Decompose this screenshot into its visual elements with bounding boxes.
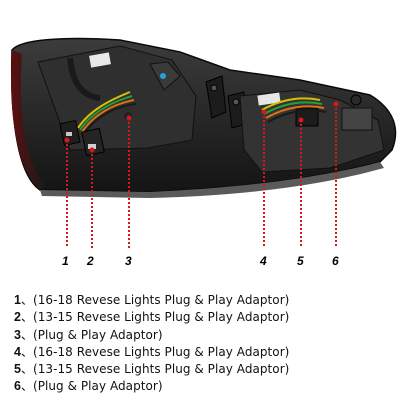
callout-number-5: 5	[297, 254, 304, 268]
legend-number: 6	[14, 379, 21, 394]
callout-number-2: 2	[87, 254, 94, 268]
legend-number: 1	[14, 293, 21, 307]
legend-text: 、(13-15 Revese Lights Plug & Play Adapto…	[20, 362, 290, 377]
legend-item: 1、(16-18 Revese Lights Plug & Play Adapt…	[14, 292, 410, 309]
legend-number: 3	[14, 327, 21, 342]
legend-text: 、(16-18 Revese Lights Plug & Play Adapto…	[20, 344, 290, 359]
tail-light-back-photo	[10, 37, 397, 248]
wire-harness-right	[261, 97, 327, 123]
legend-item: 5、(13-15 Revese Lights Plug & Play Adapt…	[14, 361, 410, 378]
legend-number: 4	[14, 344, 21, 359]
legend-text: 、(Plug & Play Adaptor)	[20, 327, 163, 342]
legend-item: 2、(13-15 Revese Lights Plug & Play Adapt…	[14, 309, 410, 326]
legend-text: 、(Plug & Play Adaptor)	[20, 379, 163, 394]
legend-number: 5	[14, 362, 21, 377]
callout-number-4: 4	[260, 254, 267, 268]
callout-dots	[64, 101, 339, 153]
legend-item: 3、(Plug & Play Adaptor)	[14, 327, 410, 344]
callout-number-1: 1	[62, 254, 69, 268]
right-chamber	[239, 89, 385, 173]
callout-leaders	[66, 104, 337, 248]
legend-text: 、(16-18 Revese Lights Plug & Play Adapto…	[20, 293, 290, 307]
connector-2	[81, 127, 105, 157]
legend-number: 2	[14, 310, 21, 325]
callout-number-3: 3	[125, 254, 132, 268]
wire-harness-left	[77, 91, 137, 135]
legend-item: 6、(Plug & Play Adaptor)	[14, 378, 410, 395]
legend-text: 、(13-15 Revese Lights Plug & Play Adapto…	[20, 310, 290, 325]
legend-item: 4、(16-18 Revese Lights Plug & Play Adapt…	[14, 344, 410, 361]
adaptor-legend: 1、(16-18 Revese Lights Plug & Play Adapt…	[14, 292, 410, 396]
callout-number-6: 6	[332, 254, 339, 268]
